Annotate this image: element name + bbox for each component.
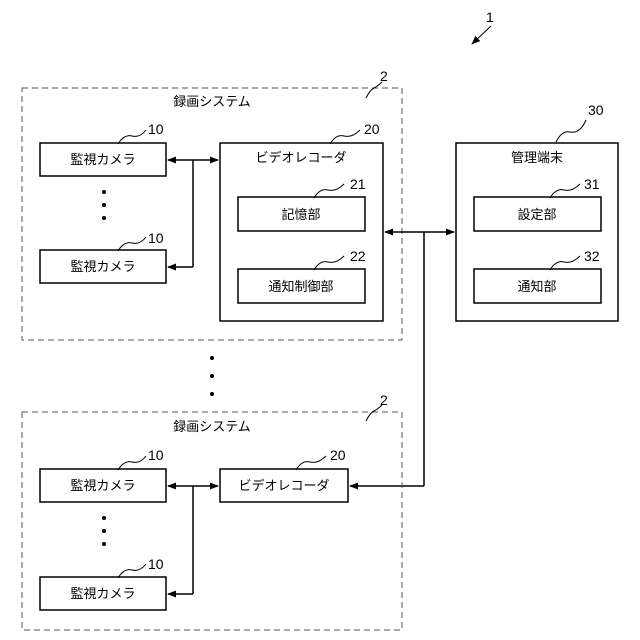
system-2-camera-2-label: 監視カメラ <box>70 586 135 602</box>
system-2-camera-ellipsis <box>102 516 106 546</box>
figure-ref-arrow <box>472 26 491 44</box>
system-1-camera-2-label: 監視カメラ <box>70 259 135 275</box>
system-1-camera-1-leader <box>118 130 146 144</box>
management-terminal-label: 管理端末 <box>511 151 563 166</box>
notification-unit-ref: 32 <box>584 248 600 264</box>
setting-unit-ref: 31 <box>584 176 600 192</box>
system-ellipsis <box>210 356 214 396</box>
system-2-recorder-ref: 20 <box>330 447 346 463</box>
system-2-recorder-label: ビデオレコーダ <box>238 478 329 494</box>
notification-control-unit-label: 通知制御部 <box>268 279 333 295</box>
system-2-leader <box>366 405 382 421</box>
system-1-camera-ellipsis <box>102 190 106 220</box>
management-terminal-leader <box>556 120 586 142</box>
system-2-camera-bus <box>168 486 218 594</box>
system-1-recorder-leader <box>330 130 360 144</box>
system-1-ref: 2 <box>380 68 388 84</box>
system-1-title: 録画システム <box>173 95 251 110</box>
setting-unit-label: 設定部 <box>517 207 556 223</box>
system-2-title: 録画システム <box>173 420 251 435</box>
system-2-camera-1-ref: 10 <box>148 447 164 463</box>
system-1-recorder-ref: 20 <box>364 121 380 137</box>
system-1-camera-1-label: 監視カメラ <box>70 152 135 168</box>
system-2-camera-1-label: 監視カメラ <box>70 478 135 494</box>
system-1-camera-bus <box>168 160 218 267</box>
system-2-camera-2-leader <box>118 564 146 578</box>
system-1-leader <box>366 82 382 98</box>
system-2-camera-2-ref: 10 <box>148 556 164 572</box>
storage-unit-ref: 21 <box>350 176 366 192</box>
system-1-camera-1-ref: 10 <box>148 121 164 137</box>
system-1-camera-2-leader <box>118 237 146 251</box>
storage-unit-label: 記憶部 <box>281 207 320 223</box>
system-1-recorder-label: ビデオレコーダ <box>255 150 346 166</box>
figure-ref-label: 1 <box>486 9 494 25</box>
notification-control-unit-ref: 22 <box>350 248 366 264</box>
system-1-camera-2-ref: 10 <box>148 230 164 246</box>
management-terminal-ref: 30 <box>588 102 604 118</box>
system-2-camera-1-leader <box>118 456 146 470</box>
notification-unit-label: 通知部 <box>517 279 556 295</box>
system-2-recorder-leader <box>296 456 326 470</box>
